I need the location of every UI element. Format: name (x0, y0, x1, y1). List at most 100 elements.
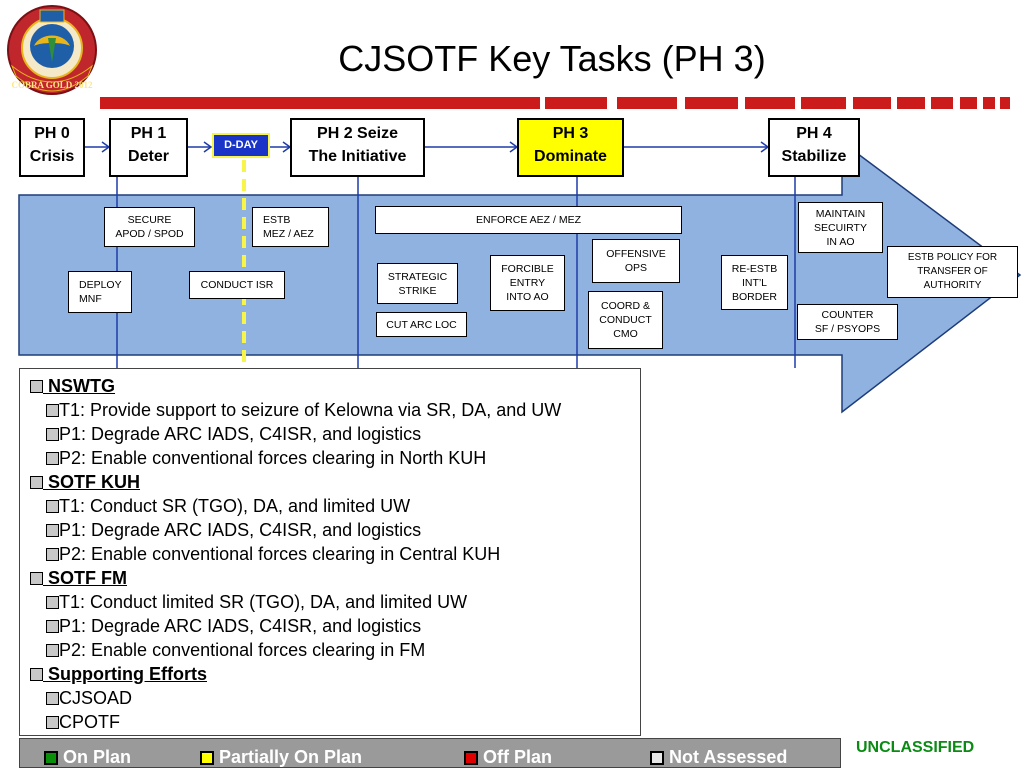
stripe-segment (897, 97, 925, 109)
task-estb-policy: ESTB POLICY FOR TRANSFER OF AUTHORITY (887, 246, 1018, 298)
group-label: NSWTG (48, 376, 116, 396)
status-checkbox (46, 596, 59, 609)
task-deploy-mnf: DEPLOY MNF (68, 271, 132, 313)
list-item: SOTF FM (30, 568, 127, 589)
list-item: P1: Degrade ARC IADS, C4ISR, and logisti… (46, 616, 421, 637)
logo-text: COBRA GOLD 2012 (11, 80, 93, 90)
task-offensive-ops: OFFENSIVE OPS (592, 239, 680, 283)
status-checkbox (46, 644, 59, 657)
list-item: P1: Degrade ARC IADS, C4ISR, and logisti… (46, 520, 421, 541)
task-label: P1: Degrade ARC IADS, C4ISR, and logisti… (59, 616, 422, 636)
list-item: T1: Conduct SR (TGO), DA, and limited UW (46, 496, 410, 517)
legend-swatch (200, 751, 214, 765)
status-checkbox (46, 452, 59, 465)
phase-2-line2: The Initiative (308, 148, 407, 165)
status-checkbox (46, 404, 59, 417)
list-item: T1: Provide support to seizure of Kelown… (46, 400, 561, 421)
stripe-segment (983, 97, 995, 109)
legend-label: On Plan (63, 747, 132, 767)
status-checkbox (30, 380, 43, 393)
task-label: CPOTF (59, 712, 120, 732)
list-item: T1: Conduct limited SR (TGO), DA, and li… (46, 592, 467, 613)
stripe-segment (685, 97, 738, 109)
list-item: P2: Enable conventional forces clearing … (46, 448, 486, 469)
task-label: T1: Conduct limited SR (TGO), DA, and li… (59, 592, 468, 612)
list-item: P1: Degrade ARC IADS, C4ISR, and logisti… (46, 424, 421, 445)
classification-label: UNCLASSIFIED (856, 739, 975, 756)
status-checkbox (30, 668, 43, 681)
stripe-segment (853, 97, 891, 109)
status-checkbox (30, 476, 43, 489)
phase-3-box-current: PH 3 Dominate (517, 118, 624, 177)
phase-0-line2: Crisis (29, 148, 75, 165)
task-coord-conduct-cmo: COORD & CONDUCT CMO (588, 291, 663, 349)
list-item: CJSOAD (46, 688, 132, 709)
task-forcible-entry: FORCIBLE ENTRY INTO AO (490, 255, 565, 311)
list-item: P2: Enable conventional forces clearing … (46, 640, 425, 661)
page-title: CJSOTF Key Tasks (PH 3) (338, 38, 766, 79)
task-label: P2: Enable conventional forces clearing … (59, 544, 501, 564)
legend-swatch (464, 751, 478, 765)
task-secure-apod-spod: SECURE APOD / SPOD (104, 207, 195, 247)
task-label: P2: Enable conventional forces clearing … (59, 640, 426, 660)
task-estb-mez-aez: ESTB MEZ / AEZ (252, 207, 329, 247)
list-item: Supporting Efforts (30, 664, 207, 685)
task-label: P2: Enable conventional forces clearing … (59, 448, 487, 468)
status-legend: On Plan Partially On Plan Off Plan Not A… (19, 738, 841, 768)
phase-0-line1: PH 0 (34, 125, 70, 142)
status-checkbox (30, 572, 43, 585)
stripe-segment (617, 97, 677, 109)
stripe-segment (960, 97, 977, 109)
stripe-segment (801, 97, 846, 109)
legend-on-plan: On Plan (44, 747, 131, 768)
list-item: P2: Enable conventional forces clearing … (46, 544, 500, 565)
task-label: P1: Degrade ARC IADS, C4ISR, and logisti… (59, 424, 422, 444)
legend-partially-on-plan: Partially On Plan (200, 747, 362, 768)
phase-2-box: PH 2 Seize The Initiative (290, 118, 425, 177)
status-checkbox (46, 620, 59, 633)
list-item: CPOTF (46, 712, 120, 733)
task-conduct-isr: CONDUCT ISR (189, 271, 285, 299)
task-label: T1: Provide support to seizure of Kelown… (59, 400, 562, 420)
task-cut-arc-loc: CUT ARC LOC (376, 312, 467, 337)
task-label: CJSOAD (59, 688, 133, 708)
task-label: T1: Conduct SR (TGO), DA, and limited UW (59, 496, 411, 516)
list-item: SOTF KUH (30, 472, 140, 493)
list-item: NSWTG (30, 376, 115, 397)
task-list-panel: NSWTG T1: Provide support to seizure of … (19, 368, 641, 736)
legend-label: Partially On Plan (219, 747, 363, 767)
task-counter-sf-psyops: COUNTER SF / PSYOPS (797, 304, 898, 340)
group-label: Supporting Efforts (48, 664, 207, 684)
task-maintain-security: MAINTAIN SECUIRTY IN AO (798, 202, 883, 253)
legend-swatch (650, 751, 664, 765)
stripe-segment (745, 97, 795, 109)
phase-1-box: PH 1 Deter (109, 118, 188, 177)
task-re-estb-border: RE-ESTB INT’L BORDER (721, 255, 788, 310)
task-strategic-strike: STRATEGIC STRIKE (377, 263, 458, 304)
legend-off-plan: Off Plan (464, 747, 552, 768)
stripe-segment (1000, 97, 1010, 109)
title-stripe (100, 97, 540, 109)
stripe-segment (545, 97, 607, 109)
status-checkbox (46, 692, 59, 705)
status-checkbox (46, 524, 59, 537)
legend-not-assessed: Not Assessed (650, 747, 787, 768)
task-enforce-aez-mez: ENFORCE AEZ / MEZ (375, 206, 682, 234)
phase-2-line1: PH 2 Seize (317, 125, 398, 142)
cobra-gold-logo: COBRA GOLD 2012 (4, 2, 100, 102)
phase-4-box: PH 4 Stabilize (768, 118, 860, 177)
group-label: SOTF KUH (48, 472, 141, 492)
status-checkbox (46, 500, 59, 513)
phase-1-line2: Deter (128, 148, 169, 165)
phase-3-line2: Dominate (534, 148, 607, 165)
group-label: SOTF FM (48, 568, 128, 588)
phase-4-line1: PH 4 (796, 125, 832, 142)
phase-1-line1: PH 1 (130, 125, 167, 142)
legend-swatch (44, 751, 58, 765)
status-checkbox (46, 716, 59, 729)
phase-0-box: PH 0 Crisis (19, 118, 85, 177)
phase-4-line2: Stabilize (781, 148, 847, 165)
status-checkbox (46, 428, 59, 441)
phase-3-line1: PH 3 (552, 125, 589, 142)
legend-label: Off Plan (483, 747, 553, 767)
